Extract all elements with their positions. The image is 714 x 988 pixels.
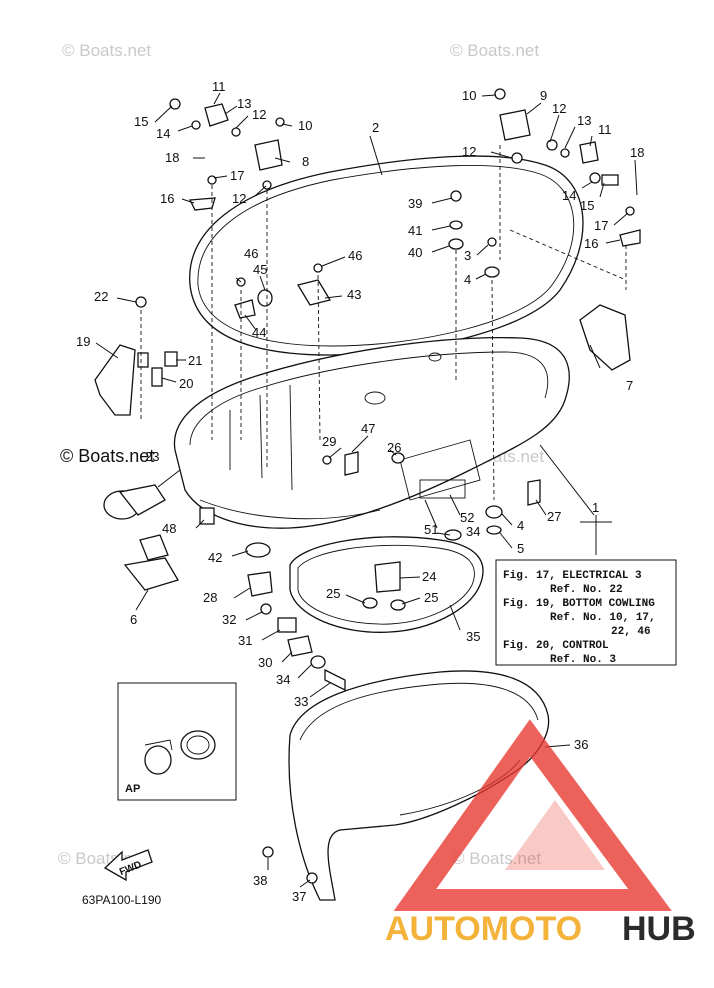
callout-16-right: 16 xyxy=(584,236,598,251)
callout-24: 24 xyxy=(422,569,436,584)
callout-47: 47 xyxy=(361,421,375,436)
automotohub-logo xyxy=(393,719,672,911)
note-line-2: Ref. No. 22 xyxy=(550,584,623,596)
callout-27: 27 xyxy=(547,509,561,524)
part-23 xyxy=(103,484,166,520)
callout-16-left: 16 xyxy=(160,191,174,206)
callout-6: 6 xyxy=(130,612,137,627)
callout-23: 23 xyxy=(145,449,159,464)
callout-15-left: 15 xyxy=(134,114,148,129)
callout-12-c: 12 xyxy=(552,101,566,116)
callout-34-top: 34 xyxy=(466,524,480,539)
callout-12-d: 12 xyxy=(462,144,476,159)
callout-19: 19 xyxy=(76,334,90,349)
callout-9: 9 xyxy=(540,88,547,103)
callout-12-a: 12 xyxy=(252,107,266,122)
callout-14-right: 14 xyxy=(562,188,576,203)
part-6 xyxy=(123,557,179,591)
callout-labels: 2 3 4 4 5 6 7 8 9 10 10 11 11 12 12 12 1… xyxy=(76,79,644,904)
callout-4-bottom: 4 xyxy=(517,518,524,533)
callout-52: 52 xyxy=(460,510,474,525)
callout-32: 32 xyxy=(222,612,236,627)
callout-21: 21 xyxy=(188,353,202,368)
callout-36: 36 xyxy=(574,737,588,752)
callout-28: 28 xyxy=(203,590,217,605)
callout-11-right: 11 xyxy=(598,122,612,137)
hardware xyxy=(135,88,641,884)
callout-37: 37 xyxy=(292,889,306,904)
callout-34-bottom: 34 xyxy=(276,672,290,687)
callout-43: 43 xyxy=(347,287,361,302)
diagram-code: 63PA100-L190 xyxy=(82,893,162,907)
note-line-6: Fig. 20, CONTROL xyxy=(503,640,609,652)
watermark-middle-left: © Boats.net xyxy=(60,446,154,466)
inset-label: AP xyxy=(125,783,140,795)
logo-part-1: AUTOMOTO xyxy=(385,910,582,948)
callout-44: 44 xyxy=(252,325,266,340)
assembly-lines xyxy=(140,145,627,501)
callout-8: 8 xyxy=(302,154,309,169)
callout-45: 45 xyxy=(253,262,267,277)
callout-48: 48 xyxy=(162,521,176,536)
callout-26: 26 xyxy=(387,440,401,455)
side-cover-7 xyxy=(579,304,631,371)
automotohub-wordmark: AUTOMOTO HUB xyxy=(385,910,696,948)
callout-46-left: 46 xyxy=(244,246,258,261)
callout-2: 2 xyxy=(372,120,379,135)
callout-40: 40 xyxy=(408,245,422,260)
note-line-3: Fig. 19, BOTTOM COWLING xyxy=(503,598,655,610)
callout-41: 41 xyxy=(408,223,422,238)
callout-20: 20 xyxy=(179,376,193,391)
callout-39: 39 xyxy=(408,196,422,211)
callout-17-left: 17 xyxy=(230,168,244,183)
callout-17-right: 17 xyxy=(594,218,608,233)
callout-14-left: 14 xyxy=(156,126,170,141)
callout-51: 51 xyxy=(424,522,438,537)
callout-18-right: 18 xyxy=(630,145,644,160)
callout-13-left: 13 xyxy=(237,96,251,111)
callout-18-left: 18 xyxy=(165,150,179,165)
callout-22: 22 xyxy=(94,289,108,304)
callout-46-right: 46 xyxy=(348,248,362,263)
callout-38: 38 xyxy=(253,873,267,888)
note-line-1: Fig. 17, ELECTRICAL 3 xyxy=(503,570,642,582)
watermark-top-right: © Boats.net xyxy=(450,41,539,60)
callout-10-left: 10 xyxy=(298,118,312,133)
callout-29: 29 xyxy=(322,434,336,449)
callout-33: 33 xyxy=(294,694,308,709)
callout-30: 30 xyxy=(258,655,272,670)
callout-1: 1 xyxy=(592,500,599,515)
reference-note: Fig. 17, ELECTRICAL 3 Ref. No. 22 Fig. 1… xyxy=(495,559,677,666)
callout-42: 42 xyxy=(208,550,222,565)
note-line-4: Ref. No. 10, 17, xyxy=(550,612,656,624)
note-line-5: 22, 46 xyxy=(611,626,651,638)
callout-13-right: 13 xyxy=(577,113,591,128)
callout-35: 35 xyxy=(466,629,480,644)
top-cowling-seal xyxy=(189,155,584,356)
callout-11-left: 11 xyxy=(212,79,226,94)
watermark-top-left: © Boats.net xyxy=(62,41,151,60)
callout-25-right: 25 xyxy=(424,590,438,605)
inset-ap: AP xyxy=(117,682,237,801)
logo-part-2: HUB xyxy=(622,910,696,948)
callout-31: 31 xyxy=(238,633,252,648)
bracket-19 xyxy=(94,344,136,416)
callout-12-b: 12 xyxy=(232,191,246,206)
note-line-7: Ref. No. 3 xyxy=(550,654,616,666)
callout-3: 3 xyxy=(464,248,471,263)
watermark-bottom-right: © Boats.net xyxy=(452,849,541,868)
bottom-cowling xyxy=(173,337,570,529)
callout-4-top: 4 xyxy=(464,272,471,287)
part-6-top xyxy=(139,534,169,561)
callout-5: 5 xyxy=(517,541,524,556)
callout-7: 7 xyxy=(626,378,633,393)
callout-10-right: 10 xyxy=(462,88,476,103)
callout-15-right: 15 xyxy=(580,198,594,213)
callout-25-left: 25 xyxy=(326,586,340,601)
